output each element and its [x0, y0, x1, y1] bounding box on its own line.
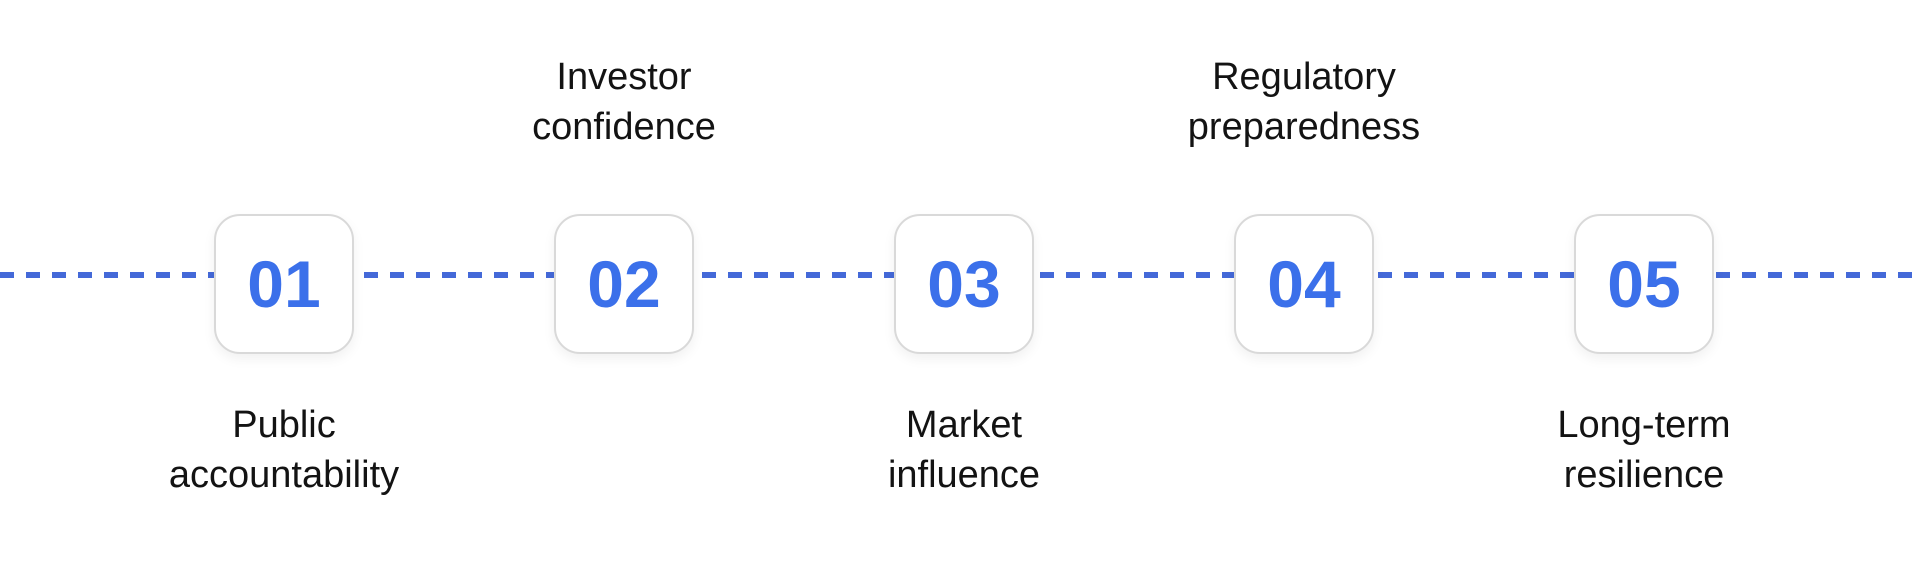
timeline-step-2: Investor confidence 02 [444, 0, 804, 572]
step-2-number: 02 [587, 247, 661, 321]
step-3-label: Market influence [887, 404, 1041, 497]
step-1-label: Public accountability [168, 404, 400, 497]
step-2-box: 02 [554, 214, 694, 354]
step-5-label: Long-term resilience [1557, 404, 1731, 497]
timeline-step-4: Regulatory preparedness 04 [1124, 0, 1484, 572]
step-2-label: Investor confidence [532, 56, 716, 149]
timeline-step-3: Market influence 03 [784, 0, 1144, 572]
timeline-step-5: Long-term resilience 05 [1464, 0, 1824, 572]
step-1-number: 01 [247, 247, 321, 321]
step-4-label: Regulatory preparedness [1187, 56, 1421, 149]
step-4-box: 04 [1234, 214, 1374, 354]
step-5-number: 05 [1607, 247, 1681, 321]
step-4-number: 04 [1267, 247, 1341, 321]
timeline-step-1: Public accountability 01 [104, 0, 464, 572]
step-5-box: 05 [1574, 214, 1714, 354]
step-3-box: 03 [894, 214, 1034, 354]
step-3-number: 03 [927, 247, 1001, 321]
step-1-box: 01 [214, 214, 354, 354]
